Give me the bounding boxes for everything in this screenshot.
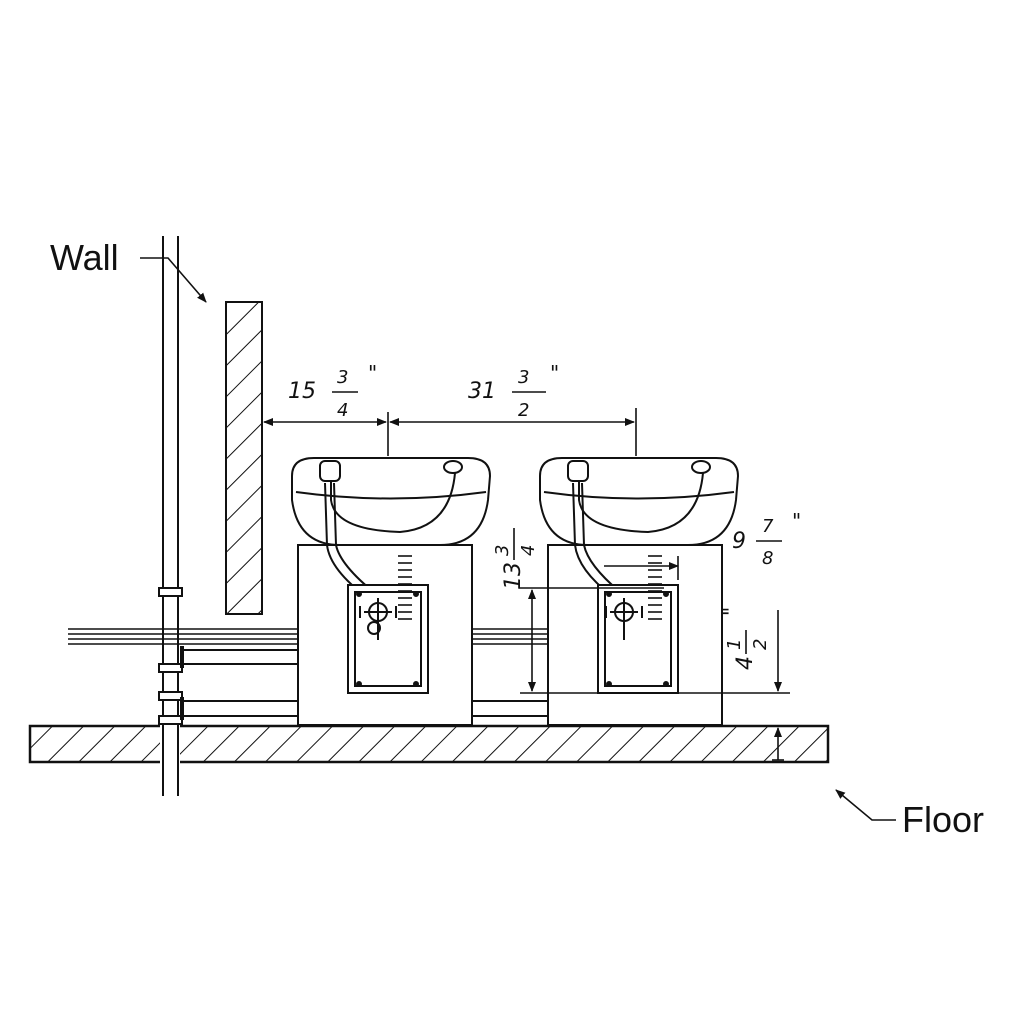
basin-unit-2 xyxy=(539,457,740,726)
dim-unit: " xyxy=(719,607,743,616)
dim-denominator: 2 xyxy=(750,639,771,650)
wall xyxy=(225,301,263,615)
dim-unit: " xyxy=(368,361,377,385)
dim-denominator: 8 xyxy=(762,548,773,569)
dim-numerator: 3 xyxy=(518,367,529,388)
dim-valve-offset: 9 7 8 " xyxy=(732,509,801,569)
dimension-lines xyxy=(261,408,790,761)
dim-basin-spacing: 31 3 2 " xyxy=(468,361,559,421)
dim-numerator: 3 xyxy=(492,545,513,556)
dim-denominator: 4 xyxy=(337,400,348,421)
floor-slab xyxy=(28,722,830,766)
wall-label: Wall xyxy=(50,237,119,278)
callout-leaders xyxy=(140,257,896,821)
vertical-riser-pipe xyxy=(158,236,183,796)
dim-supply-height: 4 1 2 " xyxy=(719,607,771,670)
dim-numerator: 1 xyxy=(724,639,745,650)
dim-denominator: 4 xyxy=(518,545,539,556)
floor-label: Floor xyxy=(902,799,985,840)
dim-unit: " xyxy=(550,361,559,385)
dim-numerator: 3 xyxy=(337,367,348,388)
dim-unit: " xyxy=(792,509,801,533)
dim-denominator: 2 xyxy=(518,400,529,421)
dim-drain-height: 13 3 4 xyxy=(492,528,539,590)
dim-whole: 31 xyxy=(468,379,496,404)
dim-whole: 9 xyxy=(732,529,746,554)
dim-numerator: 7 xyxy=(762,516,774,537)
dim-whole: 13 xyxy=(501,562,526,590)
dim-whole: 4 xyxy=(733,656,758,670)
dim-wall-to-first-basin: 15 3 4 " xyxy=(288,361,377,421)
basin-unit-1 xyxy=(291,457,492,726)
dim-whole: 15 xyxy=(288,379,316,404)
